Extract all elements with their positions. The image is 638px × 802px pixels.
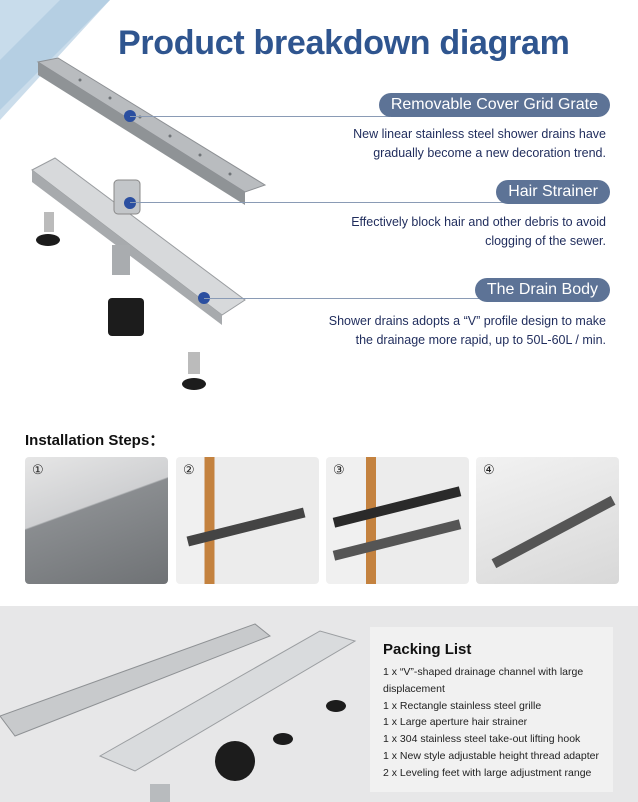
step-1-image: ①	[25, 457, 168, 584]
hair-strainer-image	[113, 179, 141, 215]
callout-line	[130, 116, 390, 117]
installation-steps-heading: Installation Steps：	[25, 432, 165, 449]
desc-drain-body: Shower drains adopts a “V” profile desig…	[328, 314, 606, 347]
grate-image	[36, 57, 267, 205]
desc-hair-strainer: Effectively block hair and other debris …	[351, 215, 606, 248]
drain-body-image	[31, 157, 246, 325]
packing-item: 1 x Rectangle stainless steel grille	[383, 699, 542, 712]
label-cover-grate: Removable Cover Grid Grate	[378, 93, 610, 117]
packing-item: 2 x Leveling feet with large adjustment …	[383, 766, 592, 779]
packing-item: 1 x “V”-shaped drainage channel with lar…	[383, 666, 584, 695]
callout-line	[130, 202, 520, 203]
step-2-image: ②	[176, 457, 319, 584]
desc-cover-grate: New linear stainless steel shower drains…	[353, 127, 606, 160]
packing-item: 1 x Large aperture hair strainer	[383, 716, 528, 729]
packing-item: 1 x New style adjustable height thread a…	[383, 749, 599, 762]
page-title: Product breakdown diagram	[118, 24, 570, 62]
step-4-image: ④	[476, 457, 619, 584]
leveling-foot-image	[182, 352, 206, 390]
packing-product-image	[0, 623, 357, 802]
label-hair-strainer: Hair Strainer	[496, 180, 610, 204]
leveling-foot-image	[36, 212, 60, 246]
step-3-image: ③	[326, 457, 469, 584]
exploded-product-illustration	[0, 0, 267, 390]
callout-line	[204, 298, 494, 299]
packing-list: Packing List 1 x “V”-shaped drainage cha…	[370, 627, 613, 792]
label-drain-body: The Drain Body	[474, 278, 610, 302]
packing-item: 1 x 304 stainless steel take-out lifting…	[383, 733, 581, 746]
thread-adapter-image	[108, 298, 144, 336]
marker-dot	[124, 197, 136, 209]
packing-list-title: Packing List	[383, 641, 472, 658]
